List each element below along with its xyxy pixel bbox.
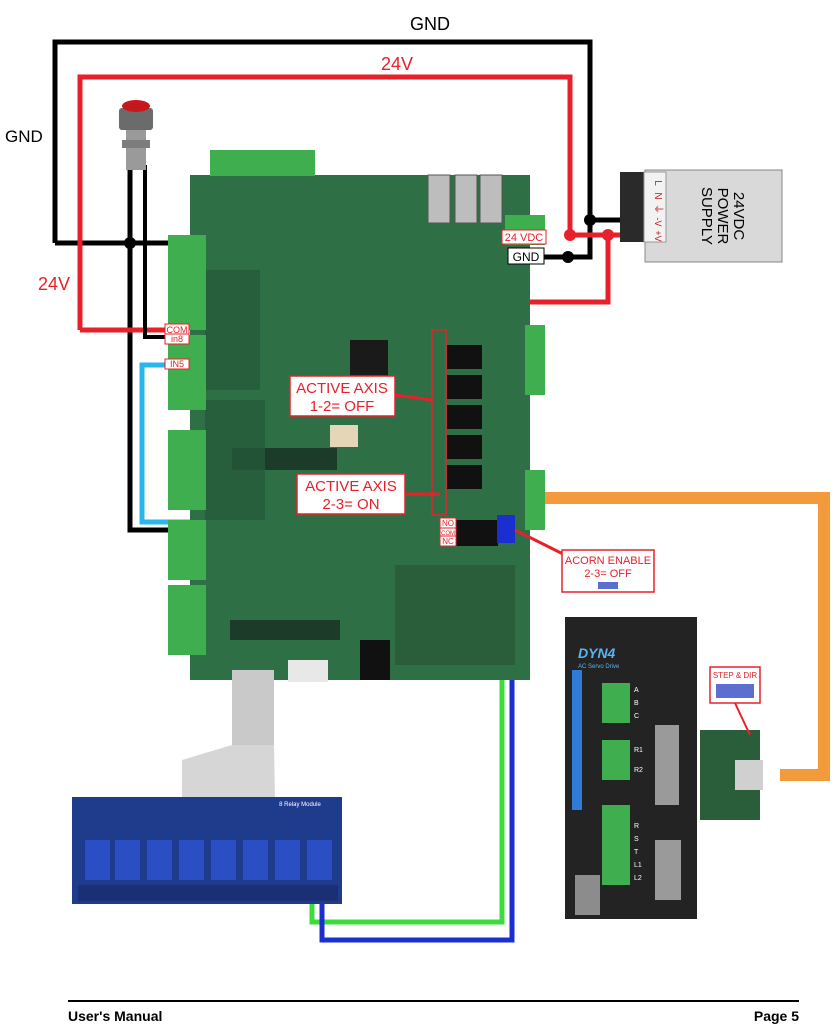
v24-left-label: 24V <box>38 274 70 294</box>
page-footer: User's Manual Page 5 <box>68 1000 799 1024</box>
acorn-enable-jumper <box>497 515 515 543</box>
servo-term-r: R <box>634 823 639 830</box>
ps-terminal-l: L <box>652 180 663 186</box>
servo-term-l1: L1 <box>634 862 642 869</box>
v24-junction-b <box>602 229 614 241</box>
axis-on-line2: 2-3= ON <box>322 496 379 513</box>
ps-label-1: 24VDC <box>730 192 747 241</box>
axis-off-line1: ACTIVE AXIS <box>296 380 388 397</box>
tag-in5 <box>164 358 190 370</box>
servo-term-a: A <box>634 687 639 694</box>
v24-top-label: 24V <box>381 54 413 74</box>
tag-in8 <box>164 333 190 345</box>
gnd-junction-board <box>562 251 574 263</box>
ps-label-3: SUPPLY <box>698 187 715 245</box>
ps-terminal-gnd: ⏚ <box>652 204 664 214</box>
servo-term-b: B <box>634 700 639 707</box>
step-dir-arrow <box>734 702 751 736</box>
tag-no-text: NO <box>442 519 454 528</box>
acorn-enable-arrow <box>514 528 566 557</box>
servo-term-r1: R1 <box>634 747 643 754</box>
ps-terminal-neg: -V <box>653 218 663 227</box>
green-wire <box>309 540 505 925</box>
left-terminal-2 <box>168 335 206 410</box>
ps-terminal-n: N <box>652 192 663 199</box>
right-terminal-2 <box>525 470 545 530</box>
top-terminal-block <box>210 150 315 176</box>
footer-left: User's Manual <box>68 1008 163 1024</box>
servo-term-c: C <box>634 713 639 720</box>
axis-off-arrow <box>394 393 433 402</box>
tag-nc-text: NC <box>442 537 454 546</box>
tag-in8-text: in8 <box>171 334 183 344</box>
power-supply <box>620 169 783 263</box>
servo-brand: DYN4 <box>578 645 616 661</box>
tag-com-text: COM <box>167 325 188 335</box>
tag-24vdc <box>501 229 547 245</box>
axis-jumper-outline <box>431 329 447 516</box>
estop-wire-in8 <box>143 165 165 339</box>
acorn-enable-line1: ACORN ENABLE <box>565 555 651 567</box>
tag-24vdc-text: 24 VDC <box>505 232 544 244</box>
tag-in5-text: IN5 <box>170 359 184 369</box>
page-number: Page 5 <box>753 1008 799 1024</box>
tag-nc <box>439 535 457 547</box>
servo-subtitle: AC Servo Drive <box>578 664 620 670</box>
axis-off-callout <box>289 375 396 417</box>
ps-label-2: POWER <box>714 188 731 245</box>
left-terminal-3 <box>168 430 206 510</box>
ribbon-cable-lower <box>182 745 275 800</box>
servo-drive <box>565 617 763 919</box>
gnd-wire-top <box>52 39 625 243</box>
left-terminal-1 <box>168 235 206 330</box>
tag-gnd-text: GND <box>513 250 540 264</box>
left-terminal-4 <box>168 520 206 580</box>
servo-term-s: S <box>634 836 639 843</box>
step-dir-text: STEP & DIR <box>713 671 758 680</box>
gnd-left-label: GND <box>5 127 43 146</box>
servo-term-t: T <box>634 849 639 856</box>
axis-off-line2: 1-2= OFF <box>310 398 375 415</box>
acorn-board <box>190 174 530 682</box>
axis-on-line1: ACTIVE AXIS <box>305 478 397 495</box>
step-dir-cable <box>458 492 830 781</box>
gnd-junction-right <box>584 214 596 226</box>
wiring-diagram: GND 24V GND 24V <box>5 14 830 943</box>
axis-on-callout <box>296 473 406 515</box>
blue-wire <box>319 540 515 943</box>
acorn-enable-line2: 2-3= OFF <box>584 568 632 580</box>
acorn-enable-jumper-icon <box>598 582 618 589</box>
v24-junction-a <box>564 229 576 241</box>
relay-module <box>72 797 342 904</box>
ribbon-cable-upper <box>232 670 274 745</box>
ps-terminal-pos: +V <box>653 230 663 241</box>
servo-term-r2: R2 <box>634 767 643 774</box>
gnd-top-label: GND <box>410 14 450 34</box>
left-terminal-5 <box>168 585 206 655</box>
v24-wire-top <box>77 74 625 330</box>
tag-com-relay-text: COM <box>441 531 455 537</box>
relay-module-label: 8 Relay Module <box>279 802 321 808</box>
estop-button <box>119 100 153 170</box>
right-terminal-1 <box>525 325 545 395</box>
gnd-junction-left <box>124 237 136 249</box>
step-dir-jumpers <box>716 684 754 698</box>
tag-gnd <box>507 247 545 265</box>
servo-term-l2: L2 <box>634 875 642 882</box>
